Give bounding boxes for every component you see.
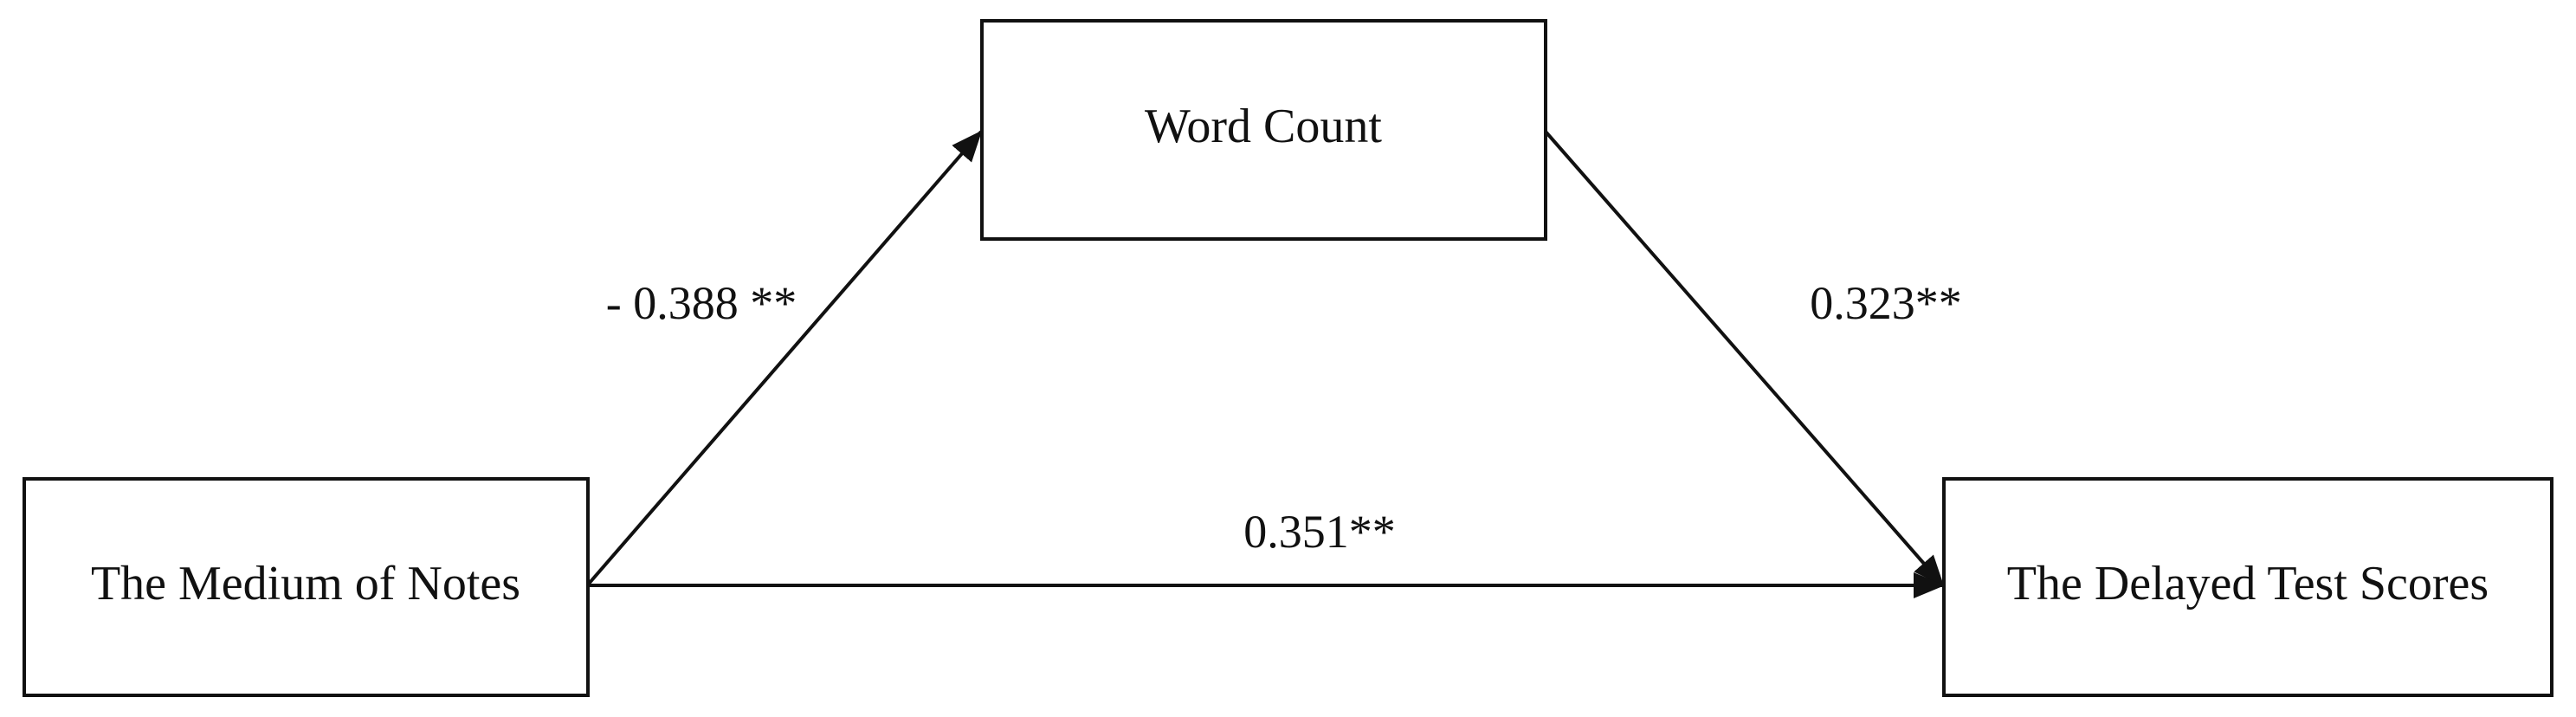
outcome-label: The Delayed Test Scores <box>2007 557 2489 610</box>
path-a-arrow <box>587 130 983 585</box>
outcome-box <box>1942 477 2553 697</box>
path-b-arrow <box>1544 130 1945 587</box>
mediator-node: Word Count <box>980 19 1547 241</box>
path-a-coefficient: - 0.388 ** <box>606 277 797 329</box>
predictor-label: The Medium of Notes <box>91 557 520 610</box>
mediator-box <box>980 19 1547 241</box>
mediator-label: Word Count <box>1145 100 1382 153</box>
path-c-coefficient: 0.351** <box>1243 506 1396 558</box>
outcome-node: The Delayed Test Scores <box>1942 477 2553 697</box>
predictor-box <box>23 477 590 697</box>
path-b-coefficient: 0.323** <box>1810 277 1962 329</box>
predictor-node: The Medium of Notes <box>23 477 590 697</box>
